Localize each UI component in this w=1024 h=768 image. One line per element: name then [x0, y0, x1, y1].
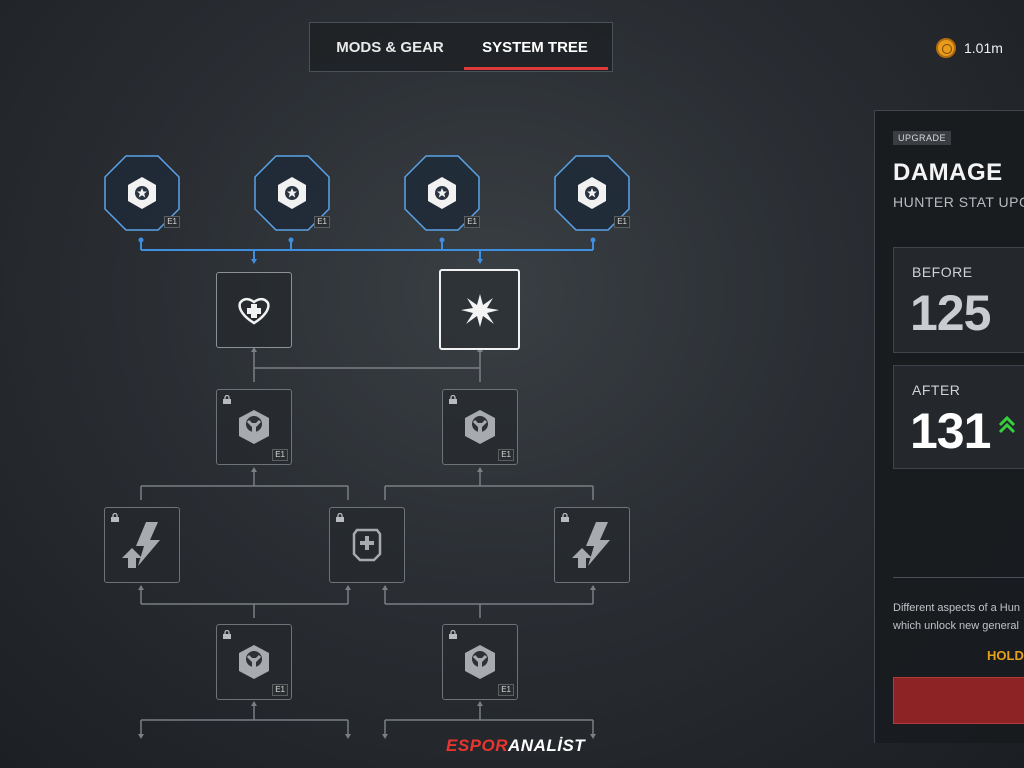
tree-node-locked-7[interactable]: E1 [442, 624, 518, 700]
tree-node-locked-5[interactable] [554, 507, 630, 583]
gear-star-icon [278, 177, 306, 209]
energy-boost-icon [572, 522, 610, 568]
gear-star-icon [128, 177, 156, 209]
tree-node-locked-3[interactable] [104, 507, 180, 583]
lock-icon [336, 513, 344, 522]
after-stat-box: AFTER 131 [893, 365, 1024, 469]
armor-tree-icon [465, 410, 495, 444]
tab-bar: MODS & GEAR SYSTEM TREE [309, 22, 613, 72]
currency-amount: 1.01m [964, 40, 1003, 56]
tree-node-top-3[interactable]: E1 [404, 155, 480, 231]
upgrade-subtitle: HUNTER STAT UPGR [893, 194, 1024, 210]
before-label: BEFORE [912, 264, 973, 280]
medkit-icon [352, 528, 382, 562]
upgrade-title: DAMAGE [893, 159, 1003, 186]
upgrade-badge: UPGRADE [893, 131, 952, 145]
description-line: which unlock new general [893, 620, 1019, 632]
health-shield-icon [238, 297, 270, 325]
tree-node-top-1[interactable]: E1 [104, 155, 180, 231]
gear-star-icon [428, 177, 456, 209]
tree-node-top-4[interactable]: E1 [554, 155, 630, 231]
octagon-frame [554, 155, 630, 231]
panel-divider [893, 577, 1024, 578]
rank-badge: E1 [272, 449, 288, 461]
hold-prompt: HOLD [987, 648, 1024, 663]
currency-display: 1.01m [936, 37, 1003, 59]
before-value: 125 [910, 285, 991, 341]
lock-icon [561, 513, 569, 522]
armor-tree-icon [239, 410, 269, 444]
upgrade-details-panel: UPGRADE DAMAGE HUNTER STAT UPGR BEFORE 1… [874, 110, 1024, 743]
octagon-frame [404, 155, 480, 231]
tree-node-locked-2[interactable]: E1 [442, 389, 518, 465]
energy-boost-icon [122, 522, 160, 568]
rank-badge: E1 [498, 449, 514, 461]
watermark-part-1: ESPOR [446, 736, 509, 755]
upgrade-description: Different aspects of a Hun which unlock … [893, 599, 1024, 635]
tree-node-top-2[interactable]: E1 [254, 155, 330, 231]
tab-mods-and-gear[interactable]: MODS & GEAR [336, 39, 444, 56]
lock-icon [449, 630, 457, 639]
tree-node-locked-4[interactable] [329, 507, 405, 583]
rank-badge: E1 [272, 684, 288, 696]
after-value: 131 [910, 403, 991, 459]
tree-connectors [138, 237, 596, 739]
before-stat-box: BEFORE 125 [893, 247, 1024, 353]
increase-arrows-icon [998, 416, 1016, 434]
tree-node-locked-6[interactable]: E1 [216, 624, 292, 700]
armor-tree-icon [465, 645, 495, 679]
lock-icon [223, 395, 231, 404]
rank-badge: E1 [614, 216, 630, 228]
coin-icon [936, 38, 956, 58]
rank-badge: E1 [314, 216, 330, 228]
tab-system-tree[interactable]: SYSTEM TREE [482, 39, 588, 56]
rank-badge: E1 [464, 216, 480, 228]
rank-badge: E1 [164, 216, 180, 228]
active-tab-indicator [464, 67, 608, 70]
tree-node-health[interactable] [216, 272, 292, 348]
watermark-part-2: ANALİST [508, 736, 586, 755]
lock-icon [449, 395, 457, 404]
active-connectors [140, 239, 594, 262]
lock-icon [223, 630, 231, 639]
lock-icon [111, 513, 119, 522]
octagon-frame [104, 155, 180, 231]
tree-node-damage[interactable] [439, 269, 520, 350]
armor-tree-icon [239, 645, 269, 679]
octagon-frame [254, 155, 330, 231]
inactive-connectors [140, 352, 594, 734]
gear-star-icon [578, 177, 606, 209]
rank-badge: E1 [498, 684, 514, 696]
tree-node-locked-1[interactable]: E1 [216, 389, 292, 465]
description-line: Different aspects of a Hun [893, 602, 1020, 614]
after-label: AFTER [912, 382, 961, 398]
watermark-logo: ESPORANALİST [446, 736, 585, 756]
damage-burst-icon [460, 293, 499, 327]
upgrade-button[interactable] [893, 677, 1024, 724]
